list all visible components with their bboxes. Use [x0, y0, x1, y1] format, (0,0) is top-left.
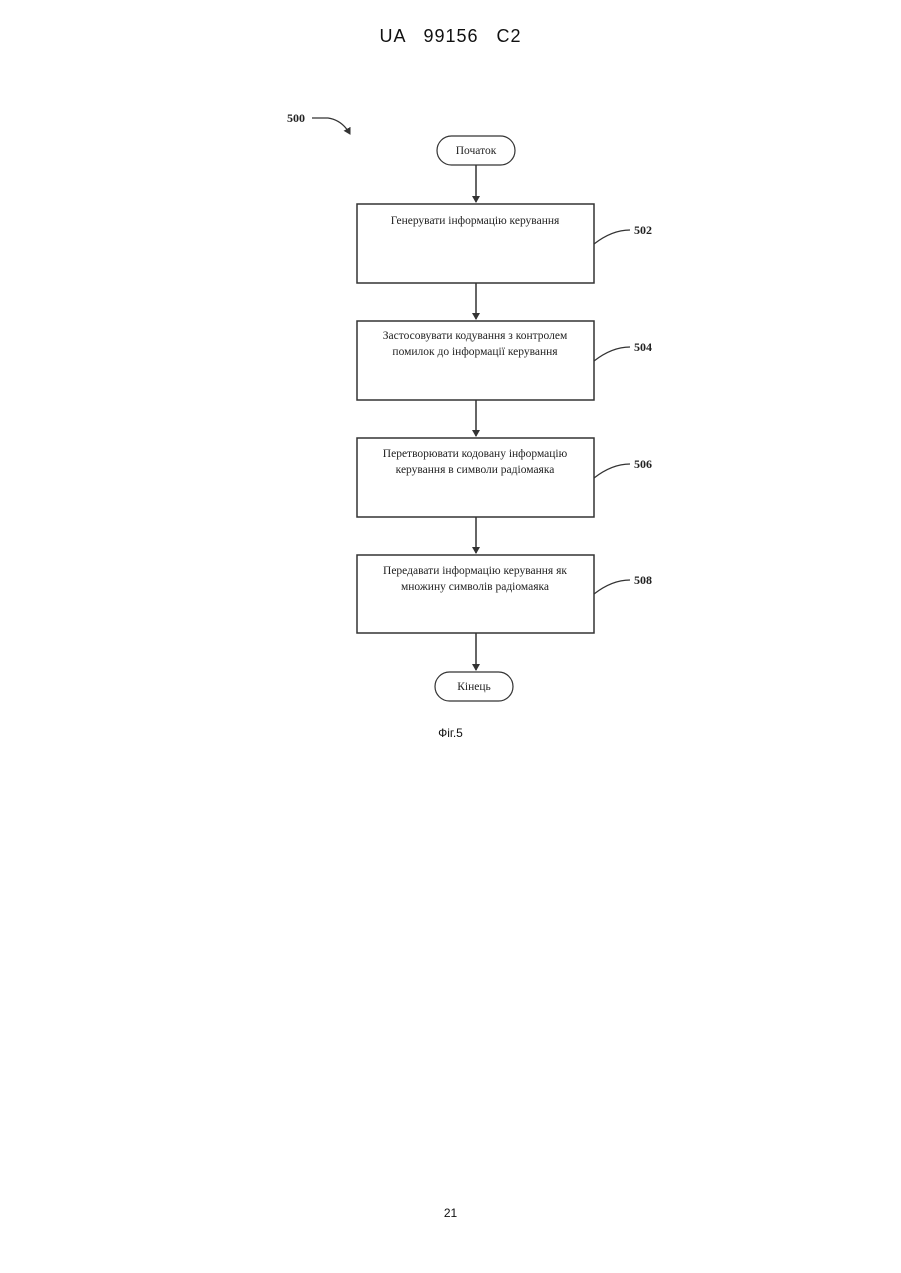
step-text-line: керування в символи радіомаяка — [396, 464, 555, 476]
page-number: 21 — [0, 1206, 901, 1220]
figure-ref-leader-arrow — [312, 118, 350, 134]
step-text-line: множину символів радіомаяка — [401, 581, 549, 593]
ref-leader-line — [594, 230, 630, 244]
step-text-line: Застосовувати кодування з контролем — [383, 330, 568, 342]
step-ref-label: 504 — [634, 340, 652, 354]
step-text-line: Передавати інформацію керування як — [383, 565, 567, 577]
process-box-506: Перетворювати кодовану інформацію керува… — [357, 438, 652, 517]
start-label: Початок — [456, 145, 497, 157]
process-box-504: Застосовувати кодування з контролем поми… — [357, 321, 652, 400]
end-label: Кінець — [457, 681, 491, 693]
start-terminator: Початок — [437, 136, 515, 165]
step-ref-label: 506 — [634, 457, 652, 471]
step-ref-label: 502 — [634, 223, 652, 237]
figure-ref-label: 500 — [287, 111, 305, 125]
process-box-508: Передавати інформацію керування як множи… — [357, 555, 652, 633]
ref-leader-line — [594, 347, 630, 361]
step-text-line: Перетворювати кодовану інформацію — [383, 448, 568, 460]
step-text-line: помилок до інформації керування — [392, 346, 558, 358]
ref-leader-line — [594, 464, 630, 478]
process-box-502: Генерувати інформацію керування 502 — [357, 204, 652, 283]
figure-caption: Фіг.5 — [0, 726, 901, 740]
end-terminator: Кінець — [435, 672, 513, 701]
step-ref-label: 508 — [634, 573, 652, 587]
step-text-line: Генерувати інформацію керування — [391, 215, 560, 227]
ref-leader-line — [594, 580, 630, 594]
